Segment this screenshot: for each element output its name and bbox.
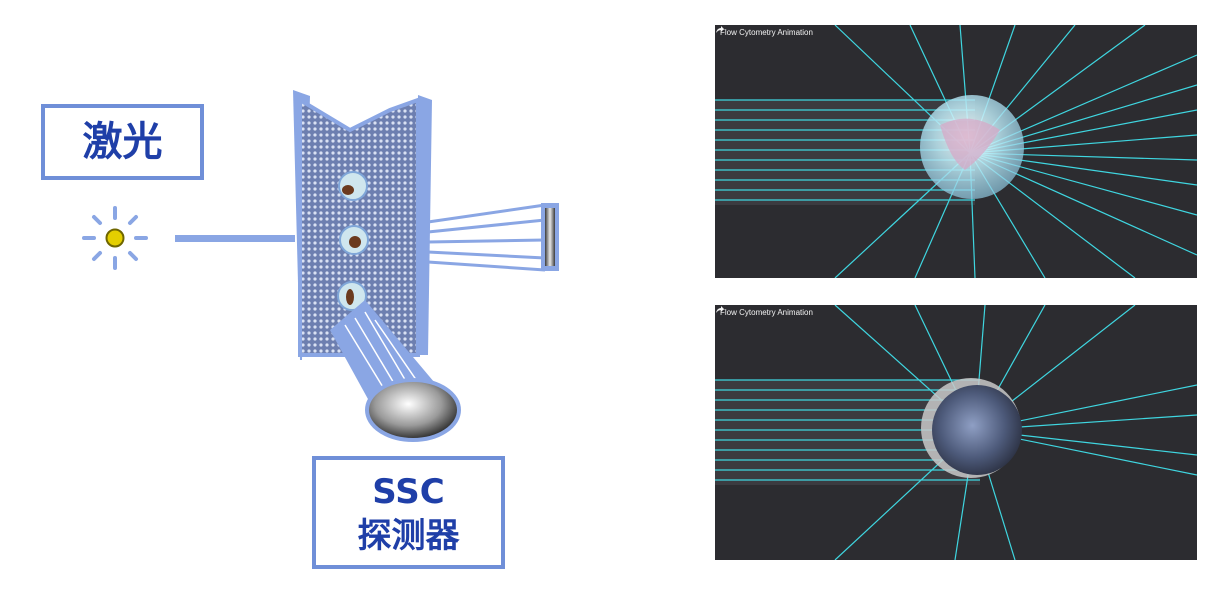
laser-label-text: 激光 — [82, 119, 163, 165]
flow-cell-diagram — [82, 90, 559, 442]
laser-source-icon — [82, 206, 148, 270]
share-icon[interactable] — [715, 25, 725, 35]
video-title: Flow Cytometry Animation — [720, 308, 813, 317]
share-icon[interactable] — [715, 305, 725, 315]
cell-particle — [338, 171, 368, 201]
scatter-animation-bottom — [715, 305, 1197, 560]
forward-scatter-rays — [427, 203, 546, 272]
laser-beam — [175, 235, 295, 242]
ssc-label-line1: SSC — [372, 472, 445, 512]
cell-particle — [339, 225, 369, 255]
video-frame-top[interactable]: Flow Cytometry Animation — [715, 25, 1197, 278]
video-title: Flow Cytometry Animation — [720, 28, 813, 37]
ssc-detector-label: SSC 探测器 — [312, 456, 505, 569]
flow-cell — [293, 90, 432, 360]
scatter-animation-top — [715, 25, 1197, 278]
cell-sphere — [932, 385, 1022, 475]
laser-label: 激光 — [41, 104, 204, 180]
forward-detector — [541, 203, 559, 271]
ssc-label-line2: 探测器 — [357, 516, 460, 556]
ssc-detector-lens — [365, 378, 461, 442]
cell-particle — [337, 281, 367, 311]
video-frame-bottom[interactable]: Flow Cytometry Animation — [715, 305, 1197, 560]
